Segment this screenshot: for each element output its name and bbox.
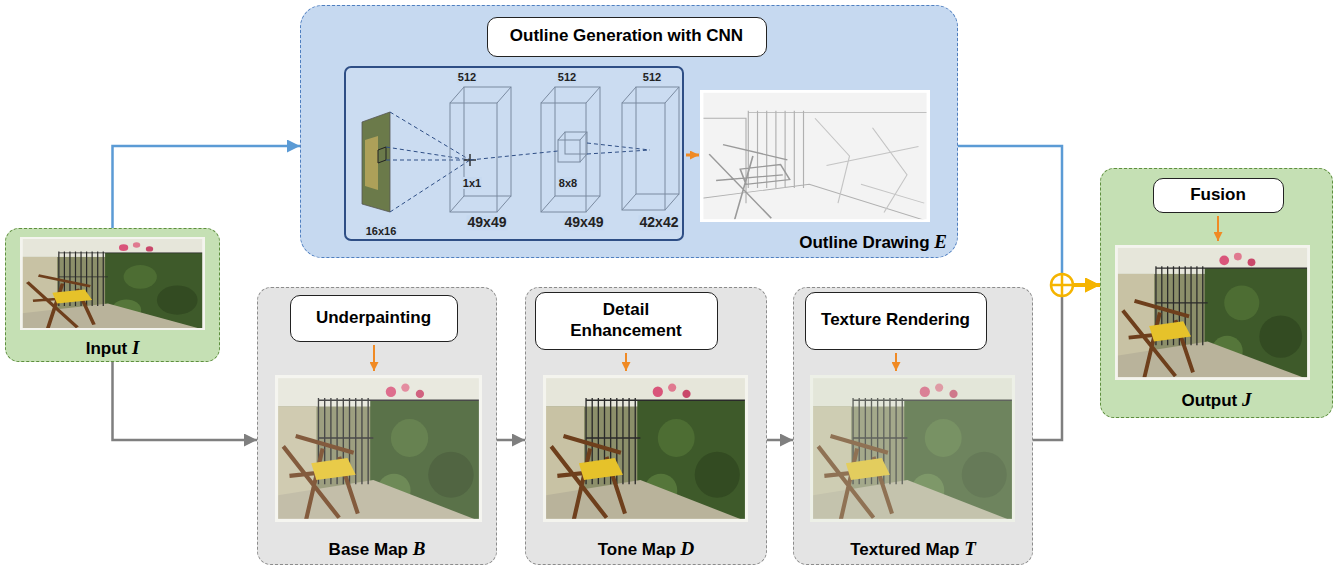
- connector-segment: [767, 439, 793, 442]
- input-panel: Input I: [5, 228, 220, 362]
- layer-size-label: 512: [457, 71, 477, 83]
- stage-panel: Tone Map D Detail Enhancement: [525, 287, 767, 565]
- panel-caption: Tone Map D: [526, 538, 766, 561]
- output-photo: [1115, 245, 1310, 380]
- layer-size-label: 8x8: [558, 177, 578, 189]
- feature-size-label: 42x42: [639, 215, 680, 230]
- flow-arrow: [497, 440, 525, 441]
- panel-caption: Outline Drawing E: [301, 231, 947, 254]
- step-title: Outline Generation with CNN: [510, 26, 743, 46]
- caption-symbol: E: [934, 231, 947, 252]
- orange-arrow: [895, 353, 897, 371]
- volume-face: [636, 87, 679, 194]
- caption-symbol: B: [413, 538, 426, 559]
- flow-arrow: [958, 146, 1100, 285]
- base-map-photo: [275, 375, 482, 522]
- connector-segment: [497, 439, 525, 442]
- caption-word: Outline Drawing: [799, 233, 934, 252]
- connector-segment: [1033, 296, 1062, 440]
- volume-edges: [622, 87, 679, 210]
- textured-map-photo: [810, 375, 1015, 522]
- output-panel: Output J Fusion: [1100, 168, 1333, 418]
- orange-arrow: [1217, 216, 1219, 241]
- step-title: Fusion: [1190, 185, 1246, 205]
- connector-segment: [113, 362, 258, 440]
- orange-arrow: [625, 353, 627, 371]
- step-title: Detail Enhancement: [546, 300, 707, 341]
- layer-size-label: 16x16: [365, 225, 398, 237]
- sum-circle: [1051, 274, 1073, 296]
- connector-segment: [113, 146, 301, 228]
- input-photo: [20, 237, 205, 330]
- caption-symbol: I: [132, 337, 139, 358]
- connector-segment: [958, 146, 1062, 274]
- volume-edges: [450, 87, 511, 212]
- caption-symbol: T: [964, 538, 976, 559]
- volume-face: [450, 103, 497, 212]
- connector-segment: [1073, 283, 1100, 287]
- connector-segment: [1073, 283, 1100, 287]
- flow-arrow: [113, 146, 301, 228]
- outline-drawing: [700, 90, 930, 222]
- flow-arrow: [1033, 285, 1100, 440]
- orange-arrow: [686, 154, 699, 157]
- panel-caption: Textured Map T: [794, 538, 1032, 561]
- step-title: Texture Rendering: [821, 310, 970, 330]
- feature-size-label: 49x49: [564, 215, 605, 230]
- layer-size-label: 512: [642, 71, 662, 83]
- caption-word: Output: [1182, 391, 1242, 410]
- step-title-box: Texture Rendering: [805, 292, 987, 350]
- caption-word: Input: [86, 339, 132, 358]
- step-title-box: Detail Enhancement: [535, 292, 718, 350]
- volume-face: [555, 87, 600, 196]
- flow-arrow: [767, 440, 793, 441]
- cnn-patch: [378, 147, 386, 163]
- panel-caption: Base Map B: [258, 538, 496, 561]
- blur-veil: [275, 375, 482, 522]
- sum-plus: [1051, 274, 1073, 296]
- orange-arrow: [373, 345, 375, 371]
- kernel-face: [558, 140, 580, 162]
- cnn-frame: [345, 67, 683, 240]
- cnn-receptive-lines: [386, 112, 470, 212]
- step-title-box: Underpainting: [290, 295, 458, 342]
- volume-face: [541, 103, 586, 212]
- caption-word: Textured Map: [850, 540, 964, 559]
- step-title-box: Fusion: [1153, 178, 1284, 213]
- feature-size-label: 49x49: [467, 215, 508, 230]
- layer-size-label: 512: [557, 71, 577, 83]
- caption-symbol: J: [1242, 389, 1252, 410]
- kernel-face: [565, 132, 587, 154]
- cnn-panel: Outline Drawing E Outline Generation with…: [300, 5, 958, 258]
- cnn-thumbnail-detail: [365, 136, 378, 190]
- caption-symbol: D: [681, 538, 695, 559]
- cnn-volume: [622, 87, 679, 210]
- cnn-volume: [541, 87, 600, 212]
- panel-caption: Output J: [1101, 389, 1332, 412]
- step-title: Underpainting: [316, 308, 431, 328]
- volume-edges: [541, 87, 600, 212]
- tone-map-photo: [543, 375, 748, 522]
- stage-panel: Textured Map T Texture Rendering: [793, 287, 1033, 565]
- cnn-unit-mark: [464, 154, 476, 166]
- layer-size-label: 1x1: [462, 177, 482, 189]
- panel-caption: Input I: [6, 337, 219, 360]
- stage-panel: Base Map B Underpainting: [257, 287, 497, 565]
- volume-face: [622, 103, 665, 210]
- cnn-volume: [450, 87, 511, 212]
- kernel-edges: [558, 132, 587, 162]
- flow-arrow: [113, 362, 258, 440]
- texture-veil: [810, 375, 1015, 522]
- cnn-receptive-lines: [470, 143, 650, 160]
- sum-symbol: [1051, 274, 1073, 296]
- caption-word: Tone Map: [598, 540, 681, 559]
- cnn-input-thumbnail: [362, 112, 390, 212]
- step-title-box: Outline Generation with CNN: [487, 17, 767, 57]
- caption-word: Base Map: [329, 540, 413, 559]
